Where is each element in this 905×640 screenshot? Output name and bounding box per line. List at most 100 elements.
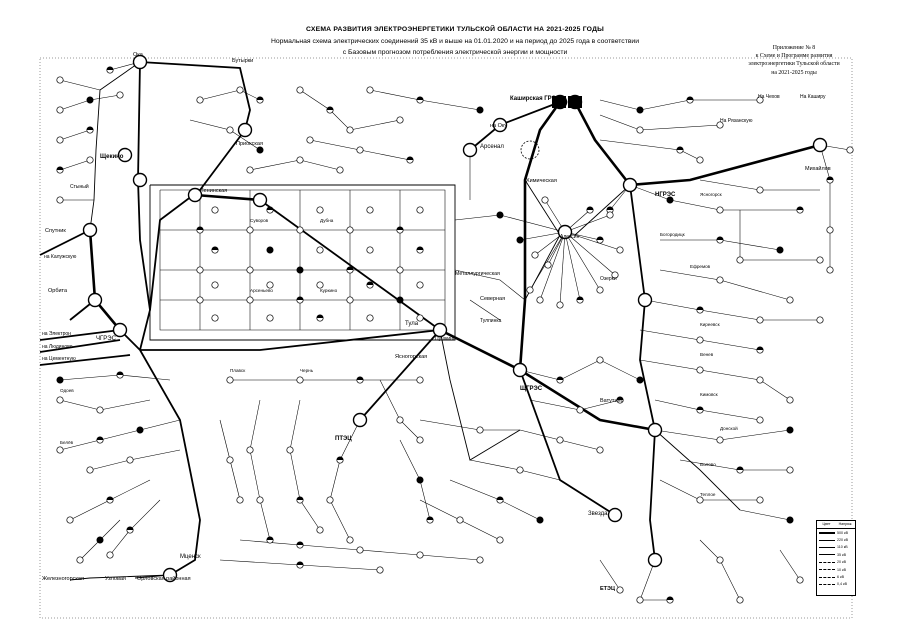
substation-node [496,536,504,544]
legend-row: 110 кВ [817,544,855,551]
substation-fill [416,246,424,250]
line-500kv [519,368,656,432]
line-220kv [149,129,246,311]
substation-major [132,172,148,188]
diagram-title: СХЕМА РАЗВИТИЯ ЭЛЕКТРОЭНЕРГЕТИКИ ТУЛЬСКО… [306,26,604,33]
legend-swatch [819,576,835,578]
substation-node [196,296,204,304]
substation-node [756,186,764,194]
substation-node [616,586,624,594]
legend-label: 220 кВ [837,538,848,543]
station-label-severnaya: Северная [480,296,505,302]
substation-node [266,281,274,289]
line-110kv [149,184,456,341]
substation-node [696,496,704,504]
line-110kv [439,329,521,461]
substation-filled [776,246,784,254]
appendix-line2: к Схеме и Программе развития [755,53,833,60]
legend-swatch [819,554,835,556]
substation-fill [716,236,724,240]
substation-major [162,567,178,583]
substation-node [816,316,824,324]
substation-fill [86,126,94,130]
substation-node [246,296,254,304]
diagram-subtitle-line2: с Базовым прогнозом потребления электрич… [342,49,568,56]
substation-node [296,86,304,94]
substation-node [456,516,464,524]
substation-node [56,396,64,404]
substation-major [492,117,508,133]
substation-node [126,456,134,464]
substation-node [366,314,374,322]
substation-node [756,96,764,104]
legend-label: 10 кВ [837,567,846,572]
substation-node [636,596,644,604]
substation-node [396,416,404,424]
substation-filled [496,211,504,219]
station-label-donskoy: Донской [720,425,738,431]
substation-fill [56,166,64,170]
line-35kv [419,419,520,431]
line-35kv [469,299,501,321]
legend-row: 10 кВ [817,566,855,573]
station-label-yasnogorsk: Ясногорск [700,192,723,197]
substation-node [611,271,619,279]
substation-fill [296,296,304,300]
station-label-na_ryazanskuyu: На Рязанскую [720,118,753,124]
substation-node [756,376,764,384]
substation-major [622,177,638,193]
substation-nodes [56,54,854,604]
station-label-khimicheskaya: Химическая [526,178,557,184]
line-500kv [518,101,562,371]
station-label-cheg_res: ЧГРЭС [96,336,117,342]
substation-node [696,336,704,344]
substation-node [596,286,604,294]
substation-node [416,376,424,384]
line-35kv [644,299,820,321]
station-label-ova: Ока [133,52,144,58]
substation-major [112,322,128,338]
substation-node [476,556,484,564]
station-label-orlovskaya: Орловская районная [137,575,191,582]
substation-node [266,314,274,322]
station-label-tulpinka: Тулпинка [480,318,502,324]
line-220kv [140,329,441,351]
station-label-vatutino: Ватутино [600,398,624,404]
line-35kv [639,359,791,401]
station-label-orbita: Орбита [48,288,68,294]
substation-major [237,122,253,138]
substation-major [647,422,663,438]
substation-node [716,121,724,129]
line-35kv [379,379,421,441]
line-220kv [137,61,151,351]
line-220kv [39,354,131,366]
station-label-spytnye: Спутник [45,228,66,234]
line-35kv [59,399,151,411]
substation-node [236,496,244,504]
substation-filled [396,296,404,304]
planned-substation [520,140,540,160]
line-220kv [629,184,656,431]
substation-fill [266,536,274,540]
substation-fill [296,561,304,565]
substation-node [716,556,724,564]
substation-node [316,246,324,254]
substation-fill [596,236,604,240]
legend-row: 0,4 кВ [817,581,855,588]
station-label-zvezda: Звезда [588,511,608,517]
substation-major [352,412,368,428]
substation-node [286,446,294,454]
substation-major [82,222,98,238]
line-220kv [649,429,656,561]
substation-fill [106,496,114,500]
substation-major [132,54,148,70]
station-label-teploe: Теплое [700,492,716,497]
substation-major [637,292,653,308]
line-35kv [59,79,101,91]
substation-node [756,496,764,504]
substation-node [756,316,764,324]
line-110kv [159,189,446,331]
substation-node [736,256,744,264]
